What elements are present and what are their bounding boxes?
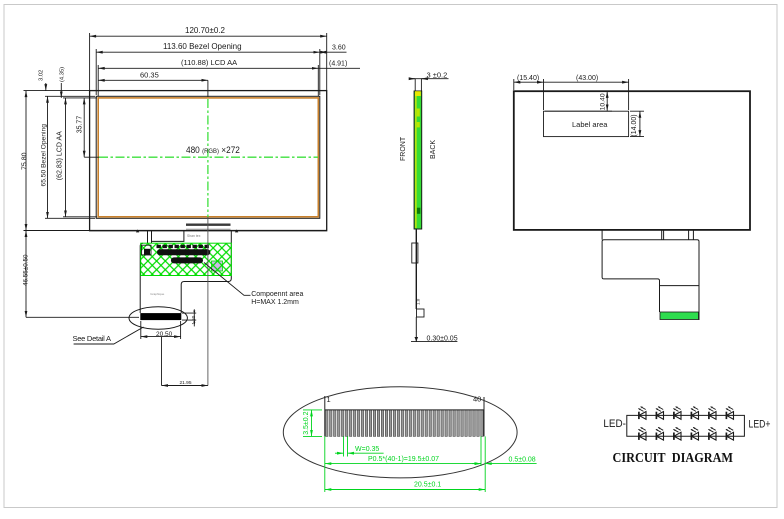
svg-text:Shan tex: Shan tex: [187, 234, 201, 238]
svg-text:20.50: 20.50: [156, 331, 173, 338]
svg-text:46.55±0.50: 46.55±0.50: [23, 254, 30, 286]
svg-text:P0.5*(40-1)=19.5±0.07: P0.5*(40-1)=19.5±0.07: [368, 456, 439, 463]
svg-text:65.50 Bezel Opening: 65.50 Bezel Opening: [41, 124, 48, 187]
svg-text:0.30±0.05: 0.30±0.05: [427, 335, 458, 342]
svg-text:60.35: 60.35: [140, 71, 159, 80]
svg-text:See Detail A: See Detail A: [73, 334, 112, 343]
svg-text:3.5±0.2: 3.5±0.2: [303, 411, 310, 434]
svg-text:75.80: 75.80: [22, 152, 29, 170]
svg-text:(4.91): (4.91): [329, 60, 347, 67]
svg-text:35.77: 35.77: [76, 116, 83, 134]
svg-text:(4.35): (4.35): [60, 67, 66, 82]
svg-text:3.02: 3.02: [39, 70, 45, 81]
svg-text:3 ±0.2: 3 ±0.2: [427, 70, 448, 79]
svg-text:(110.88) LCD AA: (110.88) LCD AA: [181, 58, 237, 67]
svg-text:(62.83) LCD AA: (62.83) LCD AA: [57, 131, 64, 180]
svg-text:Compoennt area: Compoennt area: [251, 291, 303, 298]
svg-text:113.60 Bezel Opening: 113.60 Bezel Opening: [163, 42, 242, 51]
svg-text:1.50: 1.50: [191, 315, 196, 324]
svg-text:1.0: 1.0: [416, 298, 421, 305]
svg-text:Label area: Label area: [572, 120, 608, 129]
svg-text:21.95: 21.95: [180, 380, 192, 386]
svg-text:FRONT: FRONT: [400, 136, 407, 161]
svg-text:CIRCUIT DIAGRAM: CIRCUIT DIAGRAM: [613, 451, 734, 466]
svg-text:LED+: LED+: [749, 418, 771, 430]
svg-text:H=MAX 1.2mm: H=MAX 1.2mm: [251, 299, 299, 306]
svg-text:BACK: BACK: [430, 140, 437, 159]
svg-text:120.70±0.2: 120.70±0.2: [185, 26, 226, 35]
svg-text:LED-: LED-: [603, 418, 626, 430]
svg-text:1: 1: [327, 395, 331, 404]
svg-text:(14.00): (14.00): [631, 114, 638, 136]
svg-text:10.40: 10.40: [600, 93, 607, 110]
svg-text:(43.00): (43.00): [576, 75, 598, 82]
svg-text:480 (RGB) ×272: 480 (RGB) ×272: [186, 145, 240, 155]
svg-text:20.5±0.1: 20.5±0.1: [414, 482, 441, 489]
svg-text:(15.40): (15.40): [517, 75, 539, 82]
svg-text:Graphique: Graphique: [150, 292, 164, 296]
svg-text:W=0.35: W=0.35: [355, 446, 379, 453]
svg-text:0.5±0.08: 0.5±0.08: [509, 457, 536, 464]
svg-text:3.60: 3.60: [332, 45, 346, 52]
svg-text:40: 40: [473, 395, 481, 404]
